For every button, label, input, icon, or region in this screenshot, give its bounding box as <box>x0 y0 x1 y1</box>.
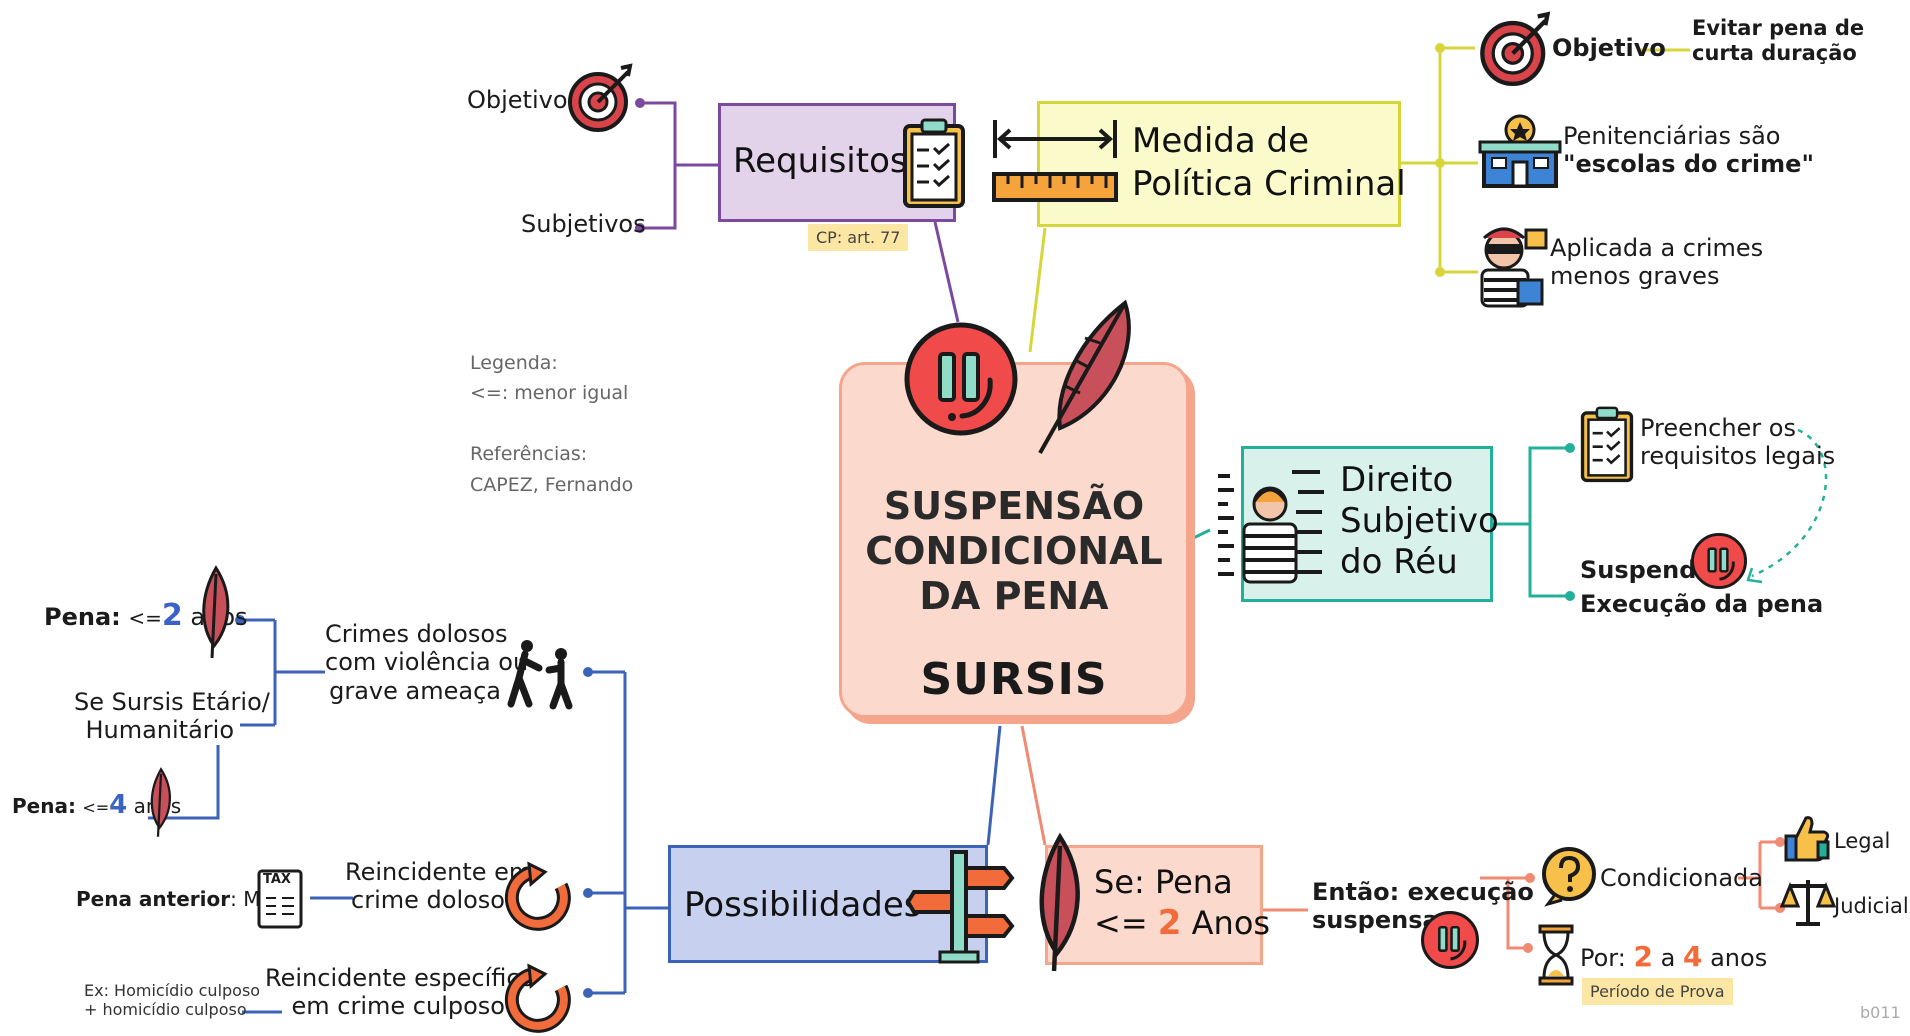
subjetivos-label: Subjetivos <box>521 210 646 238</box>
target-icon <box>1480 11 1551 86</box>
etario-text: Se Sursis Etário/ Humanitário <box>74 688 270 745</box>
pause-icon <box>1690 532 1748 590</box>
pause-icon <box>1421 911 1479 969</box>
pause-icon <box>904 322 1018 436</box>
preencher-text: Preencher os requisitos legais <box>1640 414 1836 471</box>
crimes-dolosos-text: Crimes dolosos com violência ou grave am… <box>325 620 529 705</box>
reincidente-culposo-text: Reincidente específico em crime culposo <box>265 964 535 1021</box>
question-icon <box>1542 847 1596 907</box>
prison-building-icon <box>1478 114 1562 188</box>
se-pena-node <box>1045 845 1263 965</box>
legal-label: Legal <box>1834 829 1891 853</box>
suspende-label: Suspende <box>1580 556 1713 584</box>
requisitos-label: Requisitos <box>733 141 908 181</box>
violence-icon <box>507 640 573 710</box>
center-node <box>839 362 1189 718</box>
exemplo-text: Ex: Homicídio culposo + homicídio culpos… <box>84 981 261 1019</box>
por-line: Por: 2 a 4 anos <box>1580 940 1768 973</box>
tax-document-icon <box>257 869 303 929</box>
pena-4-line: Pena: <=4 anos <box>12 790 181 820</box>
tax-label: TAX <box>263 872 291 887</box>
entao-text: Então: execução suspensa <box>1312 878 1534 935</box>
footer-code: b011 <box>1860 1003 1901 1022</box>
signpost-icon <box>905 850 1015 964</box>
feather-icon <box>202 565 230 659</box>
feather-icon <box>1038 299 1131 454</box>
repeat-icon <box>504 861 571 931</box>
scales-icon <box>1779 880 1837 926</box>
objetivo-label: Objetivo <box>1552 34 1666 62</box>
center-subtitle: SURSIS <box>920 654 1108 705</box>
target-icon <box>568 63 633 132</box>
repeat-icon <box>504 963 571 1033</box>
checklist-icon <box>1580 406 1634 483</box>
direito-label: Direito Subjetivo do Réu <box>1340 460 1499 582</box>
thief-icon <box>1480 227 1548 308</box>
thumbs-up-icon <box>1784 816 1830 862</box>
requisitos-tag: CP: art. 77 <box>808 224 909 251</box>
prisoner-icon <box>1218 470 1324 584</box>
feather-icon <box>150 767 172 837</box>
condicionada-label: Condicionada <box>1600 864 1763 892</box>
center-title: SUSPENSÃO CONDICIONAL DA PENA <box>865 484 1163 618</box>
objetivos-label: Objetivos <box>467 86 581 114</box>
hourglass-icon <box>1538 924 1574 986</box>
politica-label: Medida de Política Criminal <box>1132 121 1406 204</box>
reincidente-doloso-text: Reincidente em crime doloso <box>345 858 533 915</box>
possibilidades-label: Possibilidades <box>684 885 922 925</box>
ruler-icon <box>992 120 1118 202</box>
aplicada-text: Aplicada a crimes menos graves <box>1550 234 1764 291</box>
feather-icon <box>1039 832 1080 972</box>
objetivo-desc: Evitar pena de curta duração <box>1692 16 1865 65</box>
periodo-tag: Período de Prova <box>1582 978 1733 1005</box>
se-pena-label: Se: Pena <= 2 Anos <box>1094 863 1271 943</box>
execucao-label: Execução da pena <box>1580 590 1824 618</box>
politica-node <box>1037 101 1401 227</box>
judicial-label: Judicial <box>1834 894 1909 918</box>
legend: Legenda: <=: menor igual Referências: CA… <box>470 352 634 496</box>
penitenciarias-text: Penitenciárias são "escolas do crime" <box>1563 122 1814 179</box>
checklist-icon <box>903 118 965 208</box>
